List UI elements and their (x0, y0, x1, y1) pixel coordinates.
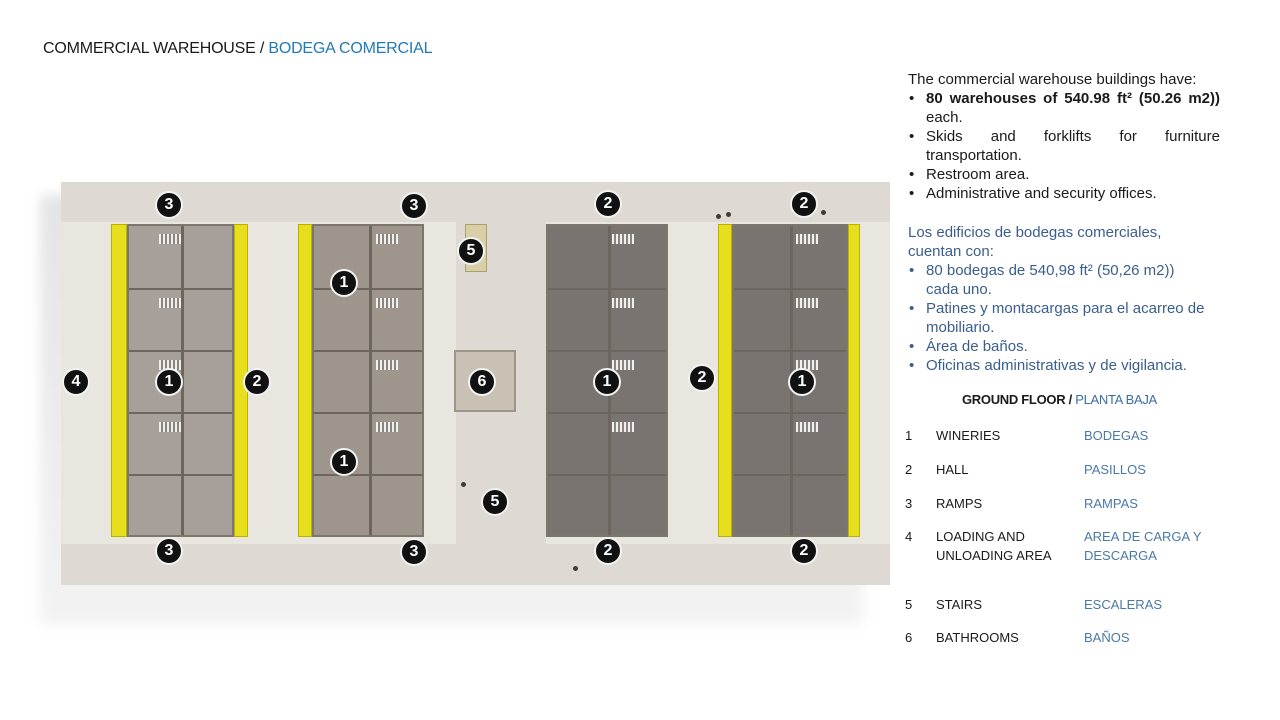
description-es-item: Patines y montacargas para el acarreo de… (908, 299, 1220, 337)
marker-winery: 1 (330, 269, 358, 297)
description-en-item: Restroom area. (908, 165, 1220, 184)
description-en-item: 80 warehouses of 540.98 ft² (50.26 m2)) … (908, 89, 1220, 127)
ramp-yellow (718, 224, 732, 537)
marker-bathrooms: 6 (468, 368, 496, 396)
page-title: COMMERCIAL WAREHOUSE / BODEGA COMERCIAL (43, 40, 433, 58)
description-es-item: 80 bodegas de 540,98 ft² (50,26 m2)) cad… (908, 261, 1176, 299)
marker-hall: 2 (594, 190, 622, 218)
marker-hall: 2 (790, 537, 818, 565)
marker-hall: 2 (688, 364, 716, 392)
warehouse-building-b (312, 224, 424, 537)
warehouse-building-d (732, 224, 848, 537)
marker-hall: 2 (790, 190, 818, 218)
title-es: BODEGA COMERCIAL (268, 40, 433, 57)
description-en-intro: The commercial warehouse buildings have: (908, 71, 1197, 88)
marker-ramp: 3 (400, 538, 428, 566)
ramp-yellow (298, 224, 312, 537)
marker-ramp: 3 (155, 537, 183, 565)
description-es-item: Área de baños. (908, 337, 1220, 356)
marker-winery: 1 (788, 368, 816, 396)
legend-title: GROUND FLOOR / PLANTA BAJA (962, 392, 1157, 407)
marker-winery: 1 (330, 448, 358, 476)
marker-loading-area: 4 (62, 368, 90, 396)
description-es-item: Oficinas administrativas y de vigilancia… (908, 356, 1220, 375)
north-walkway (61, 182, 890, 222)
south-walkway (61, 544, 890, 585)
ramp-yellow (848, 224, 860, 537)
title-en: COMMERCIAL WAREHOUSE / (43, 40, 269, 57)
marker-ramp: 3 (400, 192, 428, 220)
marker-hall: 2 (243, 368, 271, 396)
description-es: Los edificios de bodegas comerciales, cu… (908, 223, 1220, 375)
description-es-intro: Los edificios de bodegas comerciales, cu… (908, 224, 1162, 260)
marker-ramp: 3 (155, 191, 183, 219)
marker-winery: 1 (155, 368, 183, 396)
marker-stairs: 5 (481, 488, 509, 516)
marker-hall: 2 (594, 537, 622, 565)
description-en: The commercial warehouse buildings have:… (908, 70, 1220, 203)
description-en-item: Skids and forklifts for furniture transp… (908, 127, 1220, 165)
ramp-yellow (111, 224, 127, 537)
description-en-item: Administrative and security offices. (908, 184, 1220, 203)
marker-stairs: 5 (457, 237, 485, 265)
marker-winery: 1 (593, 368, 621, 396)
